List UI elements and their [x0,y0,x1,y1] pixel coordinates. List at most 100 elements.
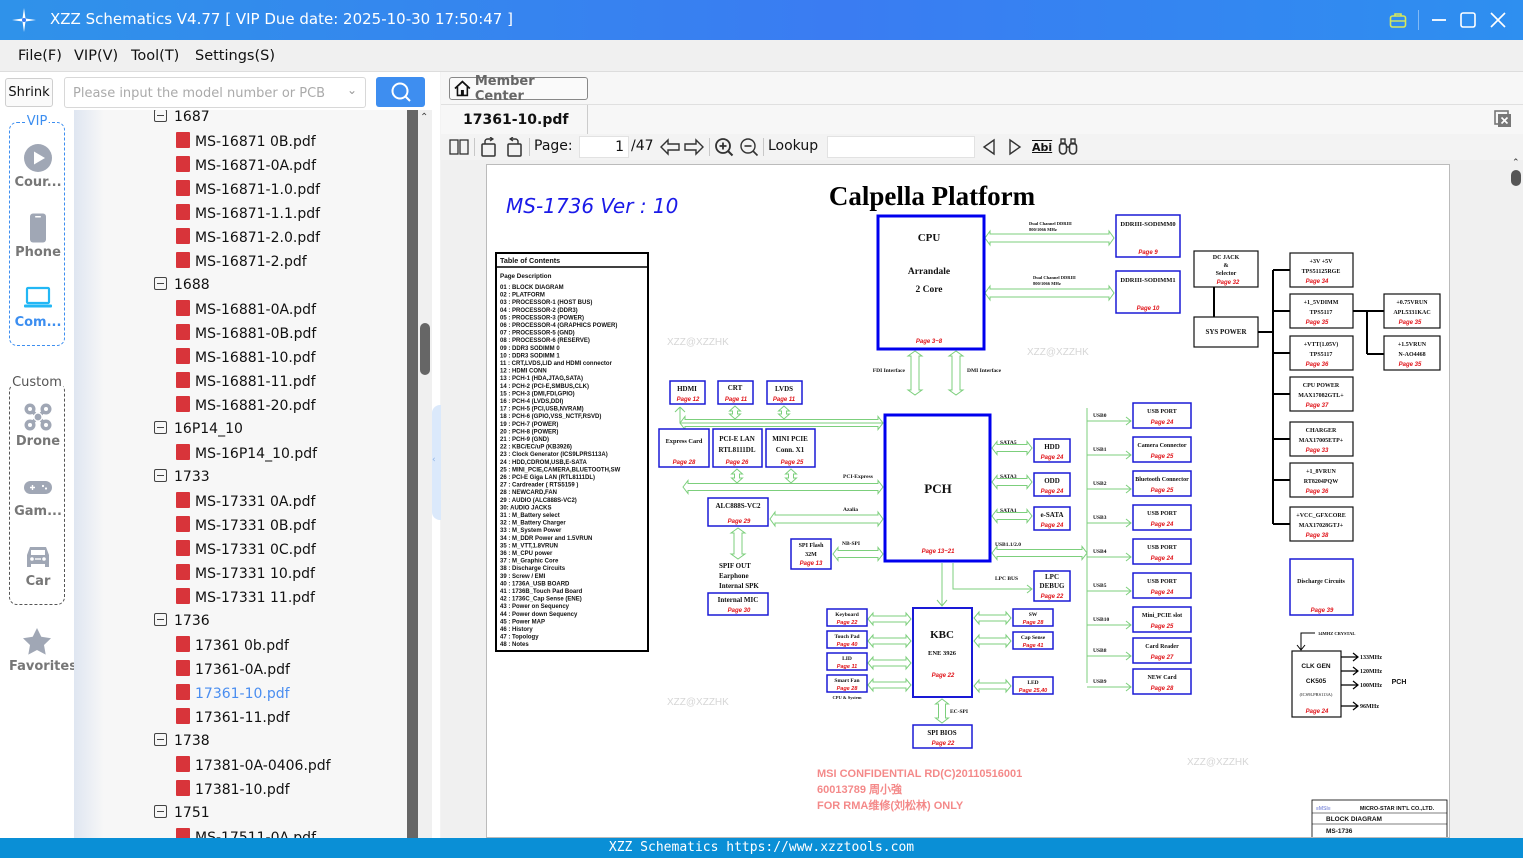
menu-settings[interactable]: Settings(S) [195,48,275,64]
tree-file[interactable]: MS-17331 11.pdf [176,588,315,607]
binoculars-icon[interactable] [1058,137,1078,157]
page-number-input[interactable] [579,136,629,158]
document-tab[interactable]: 17361-10.pdf [451,105,588,135]
tree-file[interactable]: 17361-11.pdf [176,708,290,727]
tree-file[interactable]: MS-17331 0C.pdf [176,540,316,559]
tree-scrollbar-thumb[interactable] [420,323,430,375]
svg-text:SATA3: SATA3 [1000,474,1017,480]
pdf-page[interactable]: MS-1736 Ver : 10 Calpella Platform Table… [486,164,1450,838]
nav-phone[interactable]: Phone [10,213,66,260]
tree-file[interactable]: MS-16871-2.pdf [176,252,307,271]
tree-file[interactable]: MS-17331 0B.pdf [176,516,316,535]
tree-label: 17381-0A-0406.pdf [195,758,331,774]
nav-car[interactable]: Car [10,542,66,589]
tree-scrollbar[interactable]: ⌃ [418,110,432,838]
search-button[interactable] [376,77,425,107]
zoom-out-icon[interactable] [739,137,759,157]
tree-file[interactable]: MS-16871 0B.pdf [176,132,316,151]
tree-label: MS-16881-11.pdf [195,374,316,390]
collapse-icon[interactable] [154,421,167,434]
tree-file[interactable]: MS-16871-0A.pdf [176,156,316,175]
tree-folder[interactable]: 1733 [154,468,210,486]
rotate-right-icon[interactable] [505,137,525,157]
nav-computer[interactable]: Com... [10,283,66,330]
nav-drone[interactable]: Drone [10,402,66,449]
svg-text:+VTT(1.05V): +VTT(1.05V) [1304,341,1339,348]
scroll-up-icon[interactable]: ⌃ [1512,158,1520,168]
tree-file[interactable]: 17381-0A-0406.pdf [176,756,331,775]
menu-vip[interactable]: VIP(V) [74,48,119,64]
tree-file[interactable]: MS-16881-20.pdf [176,396,316,415]
collapse-icon[interactable] [154,469,167,482]
tree-file[interactable]: MS-16881-10.pdf [176,348,316,367]
collapse-icon[interactable] [154,805,167,818]
previous-page-icon[interactable] [659,137,681,157]
find-previous-icon[interactable] [981,137,997,157]
shrink-button[interactable]: Shrink [5,78,53,107]
close-all-tabs-icon[interactable] [1494,110,1512,128]
tree-file[interactable]: MS-17511-0A.pdf [176,828,316,838]
tree-folder[interactable]: 1751 [154,804,210,822]
tree-file[interactable]: MS-16871-2.0.pdf [176,228,320,247]
viewer-scrollbar-thumb[interactable] [1511,170,1521,186]
collapse-icon[interactable] [154,733,167,746]
collapse-icon[interactable] [154,613,167,626]
tree-file[interactable]: 17361-10.pdf [176,684,290,703]
collapse-icon[interactable] [154,277,167,290]
tree-file[interactable]: MS-16881-0A.pdf [176,300,316,319]
collapse-icon[interactable] [154,110,167,122]
zoom-in-icon[interactable] [714,137,734,157]
tree-gutter [74,110,104,838]
tree-file[interactable]: 17361 0b.pdf [176,636,289,655]
tree-folder[interactable]: 16P14_10 [154,420,243,438]
pdf-file-icon [176,252,190,268]
minimize-icon[interactable] [1428,9,1450,31]
svg-text:Page 24: Page 24 [1041,523,1064,529]
tree-file[interactable]: MS-16871-1.1.pdf [176,204,320,223]
model-search-combobox[interactable]: ⌄ [64,77,366,108]
tree-folder[interactable]: 1736 [154,612,210,630]
svg-text:USB PORT: USB PORT [1147,579,1177,585]
tree-file[interactable]: MS-16881-11.pdf [176,372,316,391]
scroll-up-icon[interactable]: ⌃ [420,112,429,123]
tree-file[interactable]: MS-16P14_10.pdf [176,444,317,463]
toc-entry: 08 : PROCESSOR-6 (RESERVE) [500,338,590,344]
watermark-red-1: MSI CONFIDENTIAL RD(C)20110516001 [817,768,1022,780]
tree-folder[interactable]: 1738 [154,732,210,750]
member-center-button[interactable]: Member Center [449,74,588,104]
tree-folder[interactable]: 1688 [154,276,210,294]
viewer-scrollbar[interactable]: ⌃ [1508,158,1523,838]
watermark-gray-3: XZZ@XZZHK [667,697,729,708]
menu-file[interactable]: File(F) [18,48,62,64]
tree-folder[interactable]: 1687 [154,110,210,126]
svg-text:SYS POWER: SYS POWER [1205,328,1247,336]
match-case-toggle[interactable]: Abi [1032,140,1053,154]
tree-file[interactable]: MS-16871-1.0.pdf [176,180,320,199]
tree-file[interactable]: 17361-0A.pdf [176,660,290,679]
menu-tool[interactable]: Tool(T) [131,48,180,64]
tree-file[interactable]: MS-17331 0A.pdf [176,492,315,511]
nav-favorites[interactable]: Favorites [9,627,77,674]
maximize-icon[interactable] [1457,9,1479,31]
chevron-down-icon[interactable]: ⌄ [346,83,357,97]
lookup-input[interactable] [827,136,975,158]
nav-games[interactable]: Gam... [10,472,66,519]
tree-divider[interactable] [407,110,418,838]
tree-file[interactable]: MS-17331 10.pdf [176,564,315,583]
close-icon[interactable] [1487,9,1509,31]
two-page-icon[interactable] [449,137,469,157]
svg-text:Page 38: Page 38 [1306,533,1329,539]
tree-file[interactable]: MS-16881-0B.pdf [176,324,316,343]
collapse-sidebar-handle[interactable]: ‹ [432,405,441,520]
find-next-icon[interactable] [1007,137,1023,157]
model-search-input[interactable] [73,83,335,103]
rotate-left-icon[interactable] [479,137,499,157]
svg-text:HDD: HDD [1044,443,1060,451]
next-page-icon[interactable] [683,137,705,157]
nav-courses[interactable]: Cour... [10,143,66,190]
tree-file[interactable]: 17381-10.pdf [176,780,290,799]
briefcase-icon[interactable] [1387,9,1409,31]
svg-text:CHARGER: CHARGER [1306,428,1337,434]
